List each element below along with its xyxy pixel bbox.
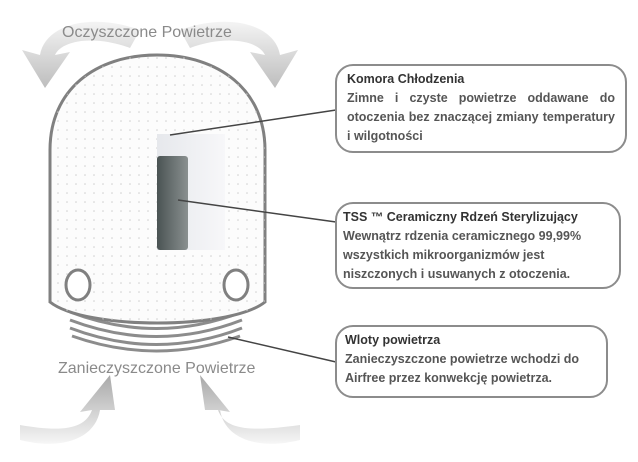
outflow-arrow-right xyxy=(180,21,298,88)
ceramic-core xyxy=(157,156,188,250)
leader-lines xyxy=(169,109,337,363)
inflow-arrow-right xyxy=(200,375,300,444)
callout-title: Komora Chłodzenia xyxy=(347,72,465,86)
inflow-arrow-left xyxy=(20,375,115,444)
callout-air-inlets: Wloty powietrza Zanieczyszczone powietrz… xyxy=(335,325,608,398)
callout-body: Wewnątrz rdzenia ceramicznego 99,99% wsz… xyxy=(343,229,582,281)
callout-cooling-chamber: Komora Chłodzenia Zimne i czyste powietr… xyxy=(335,64,627,153)
handle-left xyxy=(64,268,92,302)
callout-title: Wloty powietrza xyxy=(345,333,441,347)
callout-title: TSS ™ Ceramiczny Rdzeń Sterylizujący xyxy=(343,210,578,224)
purified-air-label: Oczyszczone Powietrze xyxy=(62,24,232,41)
callout-body: Zimne i czyste powietrze oddawane do oto… xyxy=(347,91,615,143)
polluted-air-label: Zanieczyszczone Powietrze xyxy=(58,360,256,377)
callout-ceramic-core: TSS ™ Ceramiczny Rdzeń Sterylizujący Wew… xyxy=(335,202,621,289)
callout-body: Zanieczyszczone powietrze wchodzi do Air… xyxy=(345,352,580,385)
handle-right xyxy=(222,268,250,302)
outflow-arrow-left xyxy=(22,21,140,88)
